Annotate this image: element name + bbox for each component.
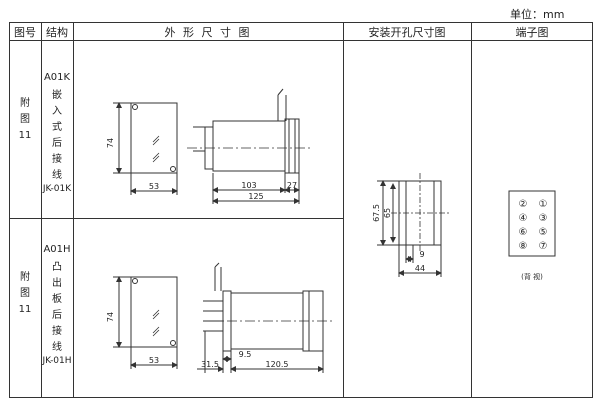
dim-inner-height: 65 (383, 208, 392, 218)
front-panel (130, 102, 178, 174)
terminal-5: ⑤ (539, 227, 548, 238)
terminal-caption: (背 视) (521, 272, 543, 281)
side-body (212, 120, 286, 172)
terminal-6: ⑥ (519, 227, 528, 238)
dim-total: 125 (248, 192, 263, 201)
dim-cutout-width: 44 (415, 264, 425, 273)
table-lines (9, 22, 593, 398)
header-terminal: 端子图 (515, 25, 549, 39)
header-fig-no: 图号 (14, 25, 36, 39)
terminal-4: ④ (519, 213, 528, 224)
dim-height: 74 (106, 312, 115, 322)
terminal-block (508, 190, 556, 257)
terminal-diagram: ② ① ④ ③ ⑥ ⑤ ⑧ ⑦ (背 视) (508, 190, 556, 281)
header-cutout: 安装开孔尺寸图 (368, 25, 446, 39)
header-outline: 外 形 尺 寸 图 (164, 25, 252, 39)
dim-total: 120.5 (266, 360, 289, 369)
dim-tail: 27 (287, 181, 297, 190)
terminal-1: ① (539, 199, 548, 210)
dim-width: 53 (149, 356, 159, 365)
row1-code-bottom: JK-01K (42, 184, 72, 194)
row1-structure: 嵌 入 式 后 接 线 (52, 90, 62, 181)
unit-label: 单位：mm (510, 8, 565, 21)
front-panel (130, 276, 178, 348)
outline-drawing-embedded: 74 53 103 27 125 (106, 88, 311, 204)
terminal-3: ③ (539, 213, 548, 224)
header-structure: 结构 (46, 25, 68, 39)
cutout-drawing: 67.5 65 9 44 (372, 173, 449, 277)
row2-code-bottom: JK-01H (42, 356, 72, 366)
row2-fig-label: 附 图 11 (18, 272, 32, 315)
row2-code-top: A01H (43, 244, 71, 255)
outline-drawing-surface: 74 53 31.5 9.5 120.5 (106, 262, 335, 373)
terminal-2: ② (519, 199, 528, 210)
row1-fig-label: 附 图 11 (18, 98, 32, 141)
terminal-7: ⑦ (539, 241, 548, 252)
dim-width: 53 (149, 182, 159, 191)
terminal-8: ⑧ (519, 241, 528, 252)
dim-slot: 9 (419, 250, 424, 259)
dim-body: 103 (241, 181, 256, 190)
dim-gap: 9.5 (239, 350, 252, 359)
dimension-table: 图号 结构 外 形 尺 寸 图 安装开孔尺寸图 端子图 附 图 11 A01K … (9, 22, 593, 398)
dim-outer-height: 67.5 (372, 204, 381, 222)
dim-front: 31.5 (201, 360, 219, 369)
row1-code-top: A01K (43, 72, 71, 83)
dim-height: 74 (106, 138, 115, 148)
row2-structure: 凸 出 板 后 接 线 (52, 262, 62, 353)
